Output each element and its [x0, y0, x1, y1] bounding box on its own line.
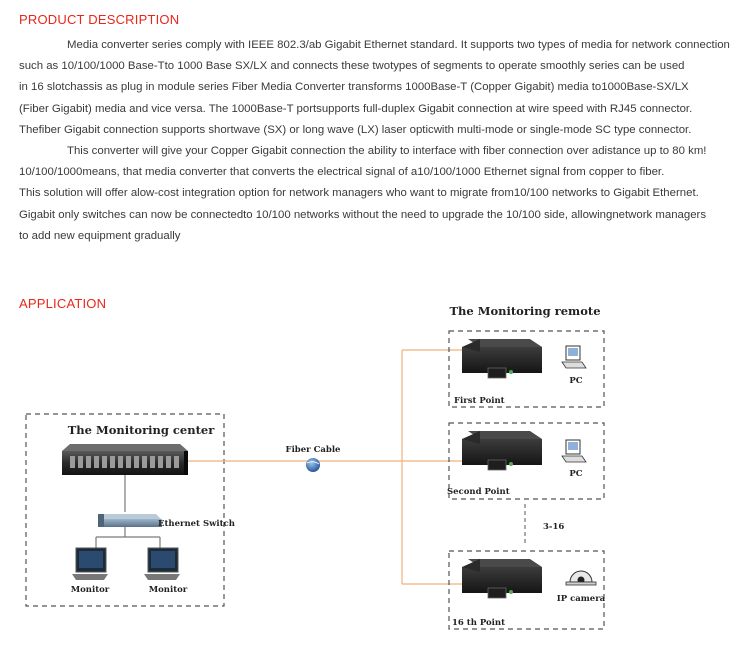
- description-line: Media converter series comply with IEEE …: [67, 39, 730, 51]
- pc-icon: PC: [561, 345, 587, 386]
- monitor-icon: Monitor: [144, 547, 188, 595]
- range-indicator: 3-16: [524, 504, 564, 544]
- description-line: This converter will give your Copper Gig…: [67, 144, 707, 157]
- description-line: to add new equipment gradually: [19, 229, 181, 242]
- fiber-cable-label: Fiber Cable: [286, 445, 341, 455]
- sixteenth-point-label: 16 th Point: [452, 618, 505, 628]
- pc-icon: PC: [561, 439, 587, 479]
- ethernet-switch-label: Ethernet Switch: [158, 519, 235, 529]
- fiber-cable-lines: [188, 349, 462, 585]
- monitor-icon: Monitor: [71, 547, 110, 595]
- globe-icon: [306, 458, 320, 472]
- application-heading: APPLICATION: [19, 296, 107, 311]
- converter-chassis: [62, 444, 188, 475]
- first-point-label: First Point: [454, 396, 505, 406]
- description-line: Gigabit only switches can now be connect…: [19, 208, 707, 221]
- description-line: such as 10/100/1000 Base-Tto 1000 Base S…: [19, 60, 685, 73]
- monitoring-remote-title: The Monitoring remote: [449, 304, 600, 318]
- ip-camera-label: IP camera: [557, 594, 606, 604]
- description-line: 10/100/1000means, that media converter t…: [19, 166, 665, 179]
- description-line: Thefiber Gigabit connection supports sho…: [19, 123, 692, 136]
- second-point-label: Second Point: [447, 487, 510, 497]
- second-point-box: Second Point: [447, 422, 605, 500]
- monitoring-center-title: The Monitoring center: [68, 423, 215, 437]
- center-connections: [95, 475, 161, 550]
- monitor-label-1: Monitor: [71, 585, 110, 595]
- monitoring-center-box: The Monitoring center: [25, 413, 225, 607]
- product-description-body: Media converter series comply with IEEE …: [19, 35, 730, 247]
- description-line: This solution will offer alow-cost integ…: [19, 187, 699, 200]
- pc-label-2: PC: [569, 469, 582, 479]
- description-line: in 16 slotchassis as plug in module seri…: [19, 81, 689, 94]
- ip-camera-icon: IP camera: [557, 570, 606, 604]
- ethernet-switch: Ethernet Switch: [98, 514, 235, 529]
- sixteenth-point-box: 16 th Point: [448, 550, 605, 630]
- product-description-heading: PRODUCT DESCRIPTION: [19, 12, 180, 27]
- pc-label-1: PC: [569, 376, 582, 386]
- first-point-box: First Point: [448, 330, 605, 408]
- range-label: 3-16: [543, 522, 564, 532]
- monitor-label-2: Monitor: [149, 585, 188, 595]
- description-line: (Fiber Gigabit) media and vice versa. Th…: [19, 102, 693, 115]
